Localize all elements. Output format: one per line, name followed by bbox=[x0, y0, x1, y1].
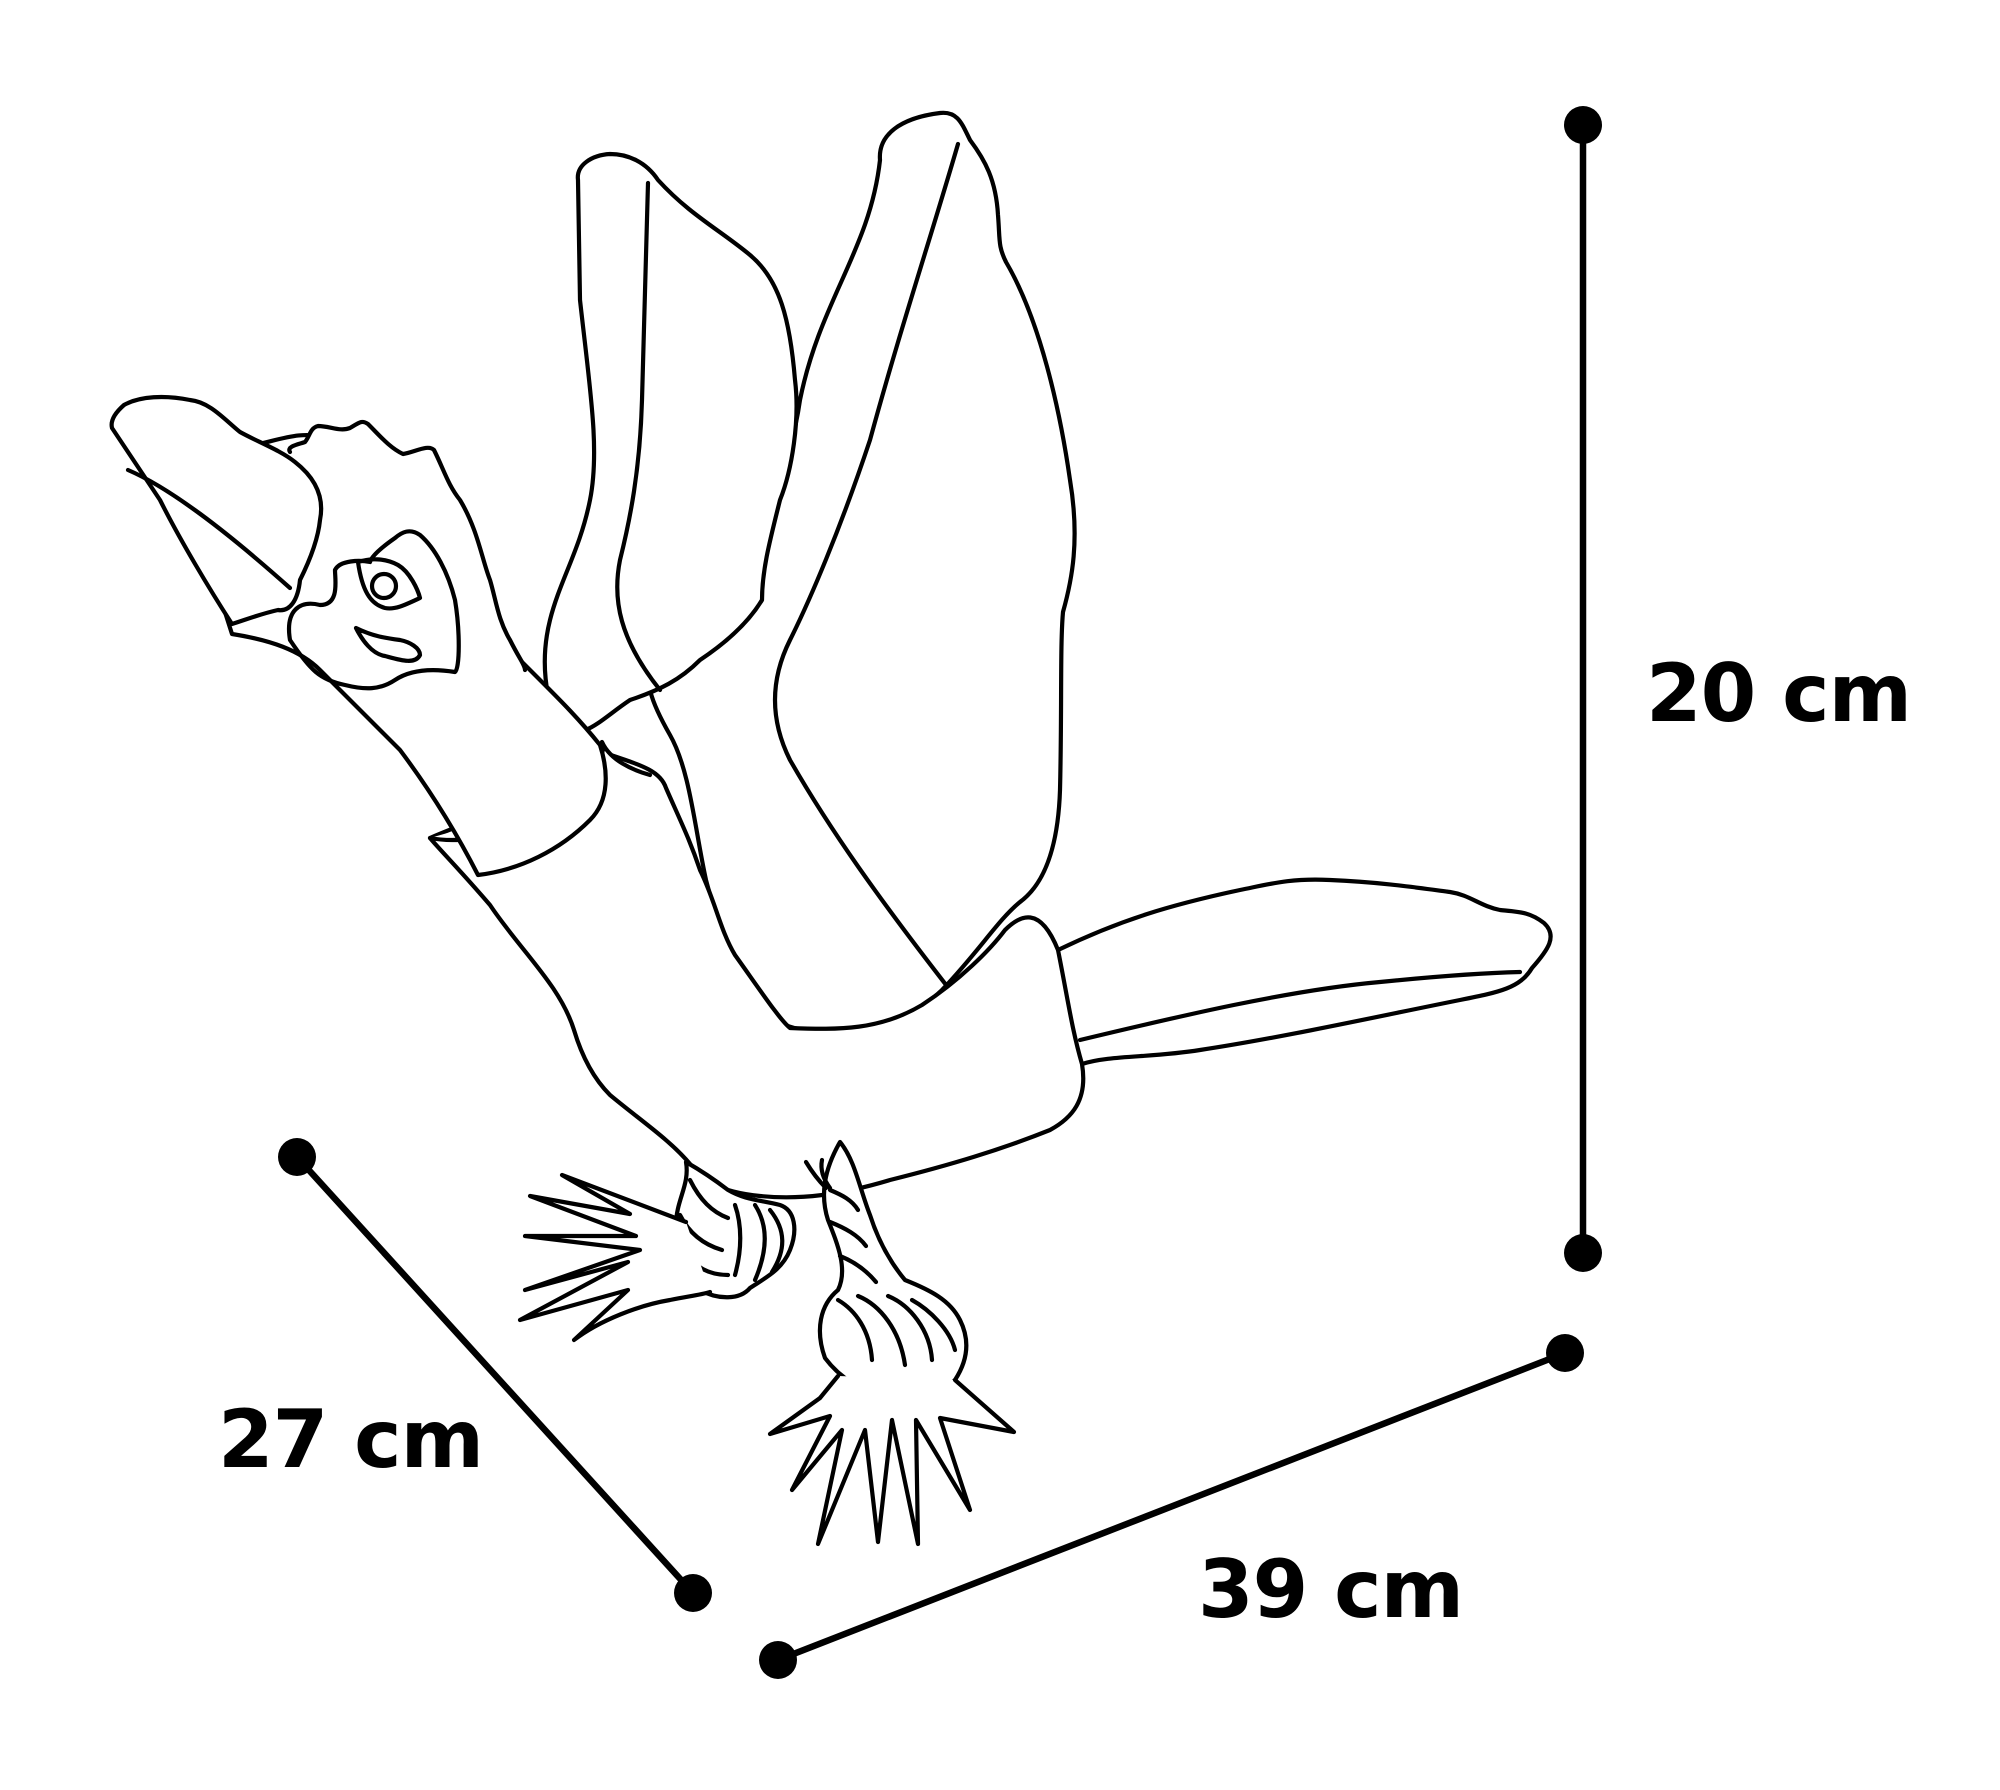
right-tassel bbox=[767, 1373, 1017, 1547]
tail bbox=[1055, 877, 1553, 1067]
eye-patch bbox=[286, 529, 461, 691]
depth-dimension bbox=[278, 1138, 712, 1612]
duck-toy-illustration bbox=[109, 110, 1553, 1547]
right-rope-leg bbox=[767, 1139, 1017, 1547]
beak bbox=[109, 394, 324, 627]
depth-dimension-label: 27 cm bbox=[218, 1393, 484, 1486]
eye bbox=[355, 557, 423, 611]
depth-end-endpoint bbox=[674, 1574, 712, 1612]
width-dimension bbox=[759, 1334, 1584, 1679]
body bbox=[427, 749, 1086, 1200]
height-top-endpoint bbox=[1564, 106, 1602, 144]
head bbox=[109, 394, 608, 878]
height-bottom-endpoint bbox=[1564, 1234, 1602, 1272]
depth-start-endpoint bbox=[278, 1138, 316, 1176]
left-tassel bbox=[517, 1172, 713, 1343]
height-dimension bbox=[1564, 106, 1602, 1272]
left-wing bbox=[542, 151, 799, 735]
left-rope-leg bbox=[517, 1159, 797, 1343]
width-dimension-label: 39 cm bbox=[1198, 1543, 1464, 1636]
head-crest bbox=[287, 419, 528, 673]
width-start-endpoint bbox=[759, 1641, 797, 1679]
width-end-endpoint bbox=[1546, 1334, 1584, 1372]
height-dimension-label: 20 cm bbox=[1646, 647, 1912, 740]
cheek-mark bbox=[353, 625, 423, 663]
